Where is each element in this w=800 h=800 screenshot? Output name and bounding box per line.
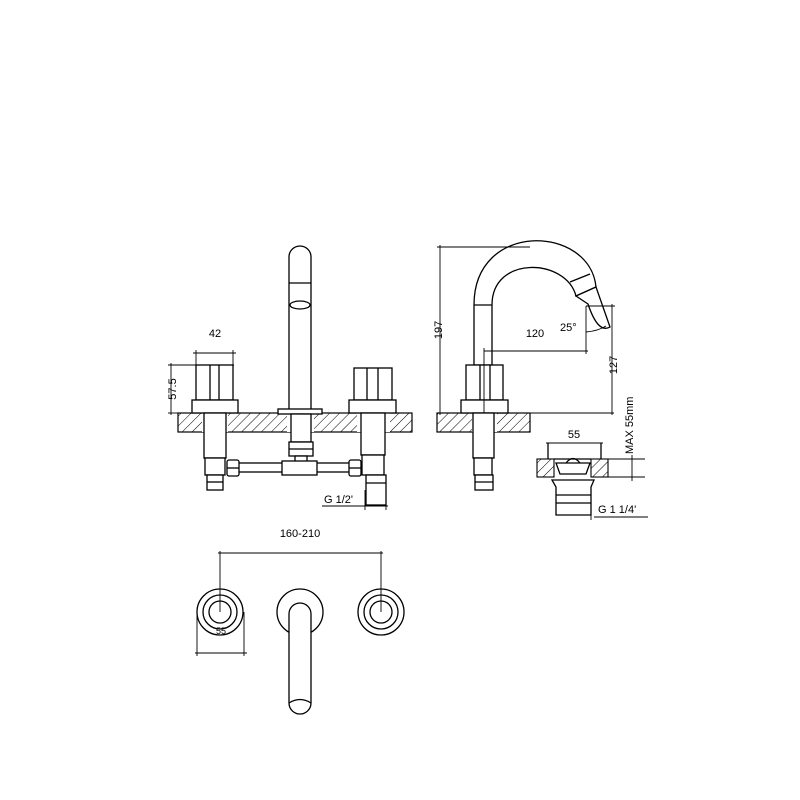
dimension-waste-width: 55 — [546, 429, 603, 444]
dimension-rosette-diameter: 55 — [195, 612, 247, 656]
dim-centers-label: 160-210 — [280, 528, 320, 540]
spout — [277, 245, 323, 463]
dim-spout-angle-label: 25° — [560, 322, 577, 334]
dimension-centers: 160-210 — [218, 528, 383, 612]
dimension-waste-thread: G 1 1/4' — [590, 504, 648, 520]
front-view: 42 57.5 G 1/2' — [167, 245, 413, 510]
spout-top — [276, 588, 324, 715]
left-handle — [191, 364, 239, 491]
right-handle — [348, 367, 397, 506]
dim-inlet-thread-label: G 1/2' — [324, 494, 353, 506]
side-view: 197 120 25° 127 — [433, 240, 620, 491]
waste-detail: 55 MAX 55mm G 1 1/4' — [536, 397, 648, 520]
dimension-spout-angle: 25° — [560, 322, 607, 334]
dim-total-height-label: 197 — [433, 321, 445, 339]
connecting-pipe — [226, 459, 362, 477]
dim-max-thickness-label: MAX 55mm — [624, 397, 636, 454]
dim-waste-width-label: 55 — [568, 429, 580, 441]
dimension-outlet-height: 127 — [586, 304, 620, 415]
dimension-handle-width: 42 — [193, 328, 236, 365]
dimension-handle-height: 57.5 — [167, 363, 234, 415]
dim-handle-width-label: 42 — [209, 328, 221, 340]
top-view: 160-210 55 — [195, 528, 405, 715]
dimension-max-thickness: MAX 55mm — [600, 397, 645, 481]
dimension-total-height: 197 — [433, 245, 614, 415]
dim-rosette-diameter-label: 55 — [216, 626, 226, 636]
dim-handle-height-label: 57.5 — [167, 378, 179, 399]
dimension-inlet-thread: G 1/2' — [322, 490, 388, 510]
dim-outlet-height-label: 127 — [608, 356, 620, 374]
dimension-spout-reach: 120 — [483, 306, 588, 413]
side-handle — [460, 364, 509, 491]
gooseneck-spout — [473, 240, 611, 366]
dim-waste-thread-label: G 1 1/4' — [598, 504, 636, 516]
dim-spout-reach-label: 120 — [526, 328, 544, 340]
